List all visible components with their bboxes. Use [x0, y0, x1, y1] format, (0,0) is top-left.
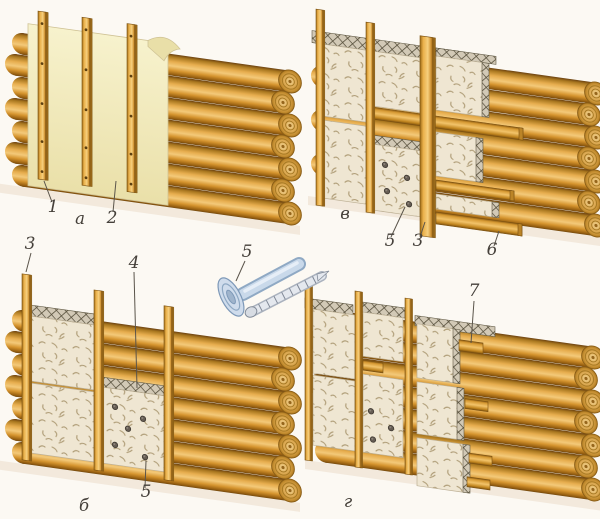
insulation-slab [372, 143, 421, 218]
spacer-block [464, 398, 489, 413]
batten [365, 21, 375, 214]
dowel-head [403, 174, 411, 182]
panel-a [0, 10, 301, 235]
callout-4-insulation-edge: 4 [128, 253, 140, 389]
batten [81, 16, 93, 188]
panel-v-letter: в [340, 204, 350, 223]
screw-head [244, 306, 258, 318]
insulation-slab [102, 386, 165, 473]
insulation-slab [30, 315, 95, 391]
insulation-slab [416, 381, 464, 441]
screw-tip [316, 270, 330, 282]
callout-number: 7 [469, 281, 480, 301]
dowel-head [387, 424, 395, 432]
dowel-washer [217, 277, 245, 317]
screw-thread [258, 276, 317, 312]
callout-number: 5 [242, 242, 253, 262]
dowel-head [141, 453, 149, 461]
batten-wide [419, 35, 436, 239]
insulation-slab [416, 437, 470, 494]
insulation-slab [312, 374, 356, 452]
callout-number: 6 [487, 240, 498, 260]
dowel-head [369, 435, 377, 444]
support-rail-bottom [435, 211, 523, 237]
panel-a-letter: а [75, 209, 85, 228]
panel-b-letter: б [79, 496, 90, 515]
callout-labels: 1 а 2 в 5 3 6 3 4 5 [25, 180, 500, 515]
dowel-head [139, 415, 147, 423]
insulation-slab [435, 131, 483, 183]
wall-shadow [0, 460, 300, 512]
batten [404, 297, 413, 476]
callout-number: 1 [48, 197, 59, 217]
batten [93, 289, 104, 472]
membrane-curl [147, 36, 181, 62]
batten [163, 305, 174, 482]
spacer-block [362, 359, 384, 374]
batten [315, 8, 325, 207]
panel-g-letter: г [344, 492, 353, 511]
dowel-head [381, 161, 389, 169]
callout-5-dowel-b: 5 [141, 460, 152, 502]
batten [21, 273, 32, 462]
callout-number: 2 [106, 208, 118, 228]
insulation-slab [362, 311, 404, 363]
fastener-illustration [217, 257, 330, 318]
dowel-head [383, 187, 391, 195]
spacer-block [468, 452, 493, 467]
insulation-cut-edge [475, 137, 484, 183]
callout-5-fastener: 5 [235, 242, 253, 282]
batten [304, 283, 313, 462]
panel-g [304, 283, 600, 511]
batten [354, 290, 363, 469]
insulation-slab [312, 308, 356, 380]
dowel-head [111, 441, 119, 449]
dowel-head [111, 403, 119, 411]
dowel-head [405, 200, 413, 208]
insulation-cut-edge [481, 62, 490, 118]
screw [244, 270, 330, 318]
spacer-block [466, 476, 491, 491]
callout-5-dowel-v: 5 [385, 206, 406, 251]
batten [126, 23, 138, 194]
wall-shadow [0, 183, 300, 235]
callout-3-batten-v: 3 [413, 221, 426, 251]
insulation-slab [30, 382, 95, 463]
callout-1-batten: 1 [43, 180, 59, 217]
callout-number: 5 [141, 482, 152, 502]
panel-b [0, 273, 301, 512]
insulation-slab [322, 119, 367, 205]
callout-number: 5 [385, 231, 396, 251]
insulation-slab [322, 43, 367, 123]
insulation-slab [435, 55, 489, 118]
insulation-slab [362, 373, 404, 459]
callout-6-rail: 6 [487, 230, 500, 260]
insulation-cut-edge [452, 328, 461, 385]
panel-v [308, 8, 600, 247]
support-rail [435, 179, 515, 202]
insulation-slab [416, 323, 458, 384]
callout-number: 3 [25, 234, 36, 254]
dowel-head [367, 407, 375, 415]
vapor-membrane [27, 23, 181, 206]
callout-7-spacer-block: 7 [469, 281, 480, 344]
callout-2-membrane: 2 [106, 180, 118, 228]
insulation-cut-edge [491, 201, 500, 219]
batten [37, 10, 49, 181]
callout-number: 4 [128, 253, 140, 273]
insulation-slab [372, 50, 421, 114]
callout-3-batten-b: 3 [25, 234, 36, 273]
insulation-dowel [217, 257, 306, 317]
insulation-cut-edge [456, 387, 465, 441]
dowel-head [124, 425, 132, 433]
callout-number: 3 [413, 231, 424, 251]
